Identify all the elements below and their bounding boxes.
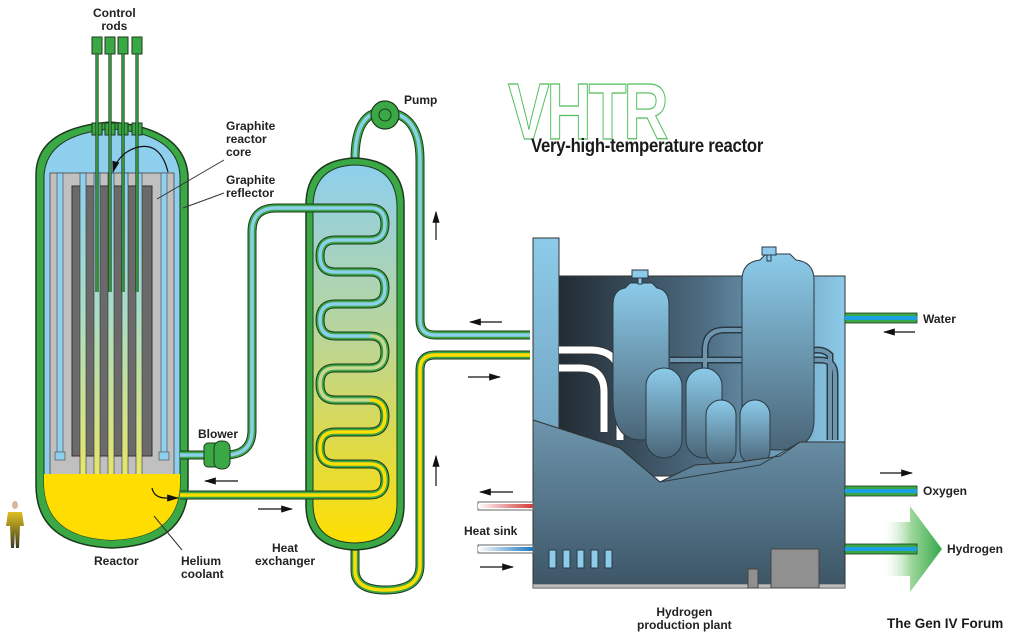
pump [370, 100, 400, 130]
label-pump: Pump [404, 93, 438, 107]
label-heat-exchanger: Heat exchanger [255, 541, 316, 568]
hydrogen-production-plant [532, 237, 846, 589]
credit-gen-iv-forum: The Gen IV Forum [887, 616, 1004, 631]
label-reactor: Reactor [94, 554, 139, 568]
label-graphite-reflector: Graphite reflector [226, 173, 276, 200]
hot-helium-pipe [180, 350, 530, 595]
label-hydrogen: Hydrogen [947, 542, 1004, 556]
flow-arrows [203, 210, 915, 571]
label-heat-sink: Heat sink [464, 524, 518, 538]
label-blower: Blower [198, 427, 239, 441]
label-water: Water [923, 312, 956, 326]
label-graphite-reactor-core: Graphite reactor core [226, 119, 276, 159]
title-full-name: Very-high-temperature reactor [531, 136, 764, 157]
hydrogen-pipe [844, 543, 918, 555]
heat-sink-pipes [477, 501, 534, 554]
cold-helium-pipe [180, 107, 530, 460]
reactor-vessel [35, 36, 189, 549]
title-acronym: VHTR [508, 67, 669, 156]
plant-windows [548, 549, 613, 569]
output-pipes [844, 312, 918, 497]
label-oxygen: Oxygen [923, 484, 968, 498]
person-scale-figure [6, 501, 24, 548]
label-hydrogen-production-plant: Hydrogen production plant [637, 605, 732, 632]
control-rods [91, 36, 143, 292]
label-helium-coolant: Helium coolant [181, 554, 224, 581]
heat-exchanger-coil [300, 203, 390, 500]
heat-exchanger [300, 157, 405, 551]
blower [203, 440, 231, 470]
label-control-rods: Control rods [93, 6, 136, 33]
